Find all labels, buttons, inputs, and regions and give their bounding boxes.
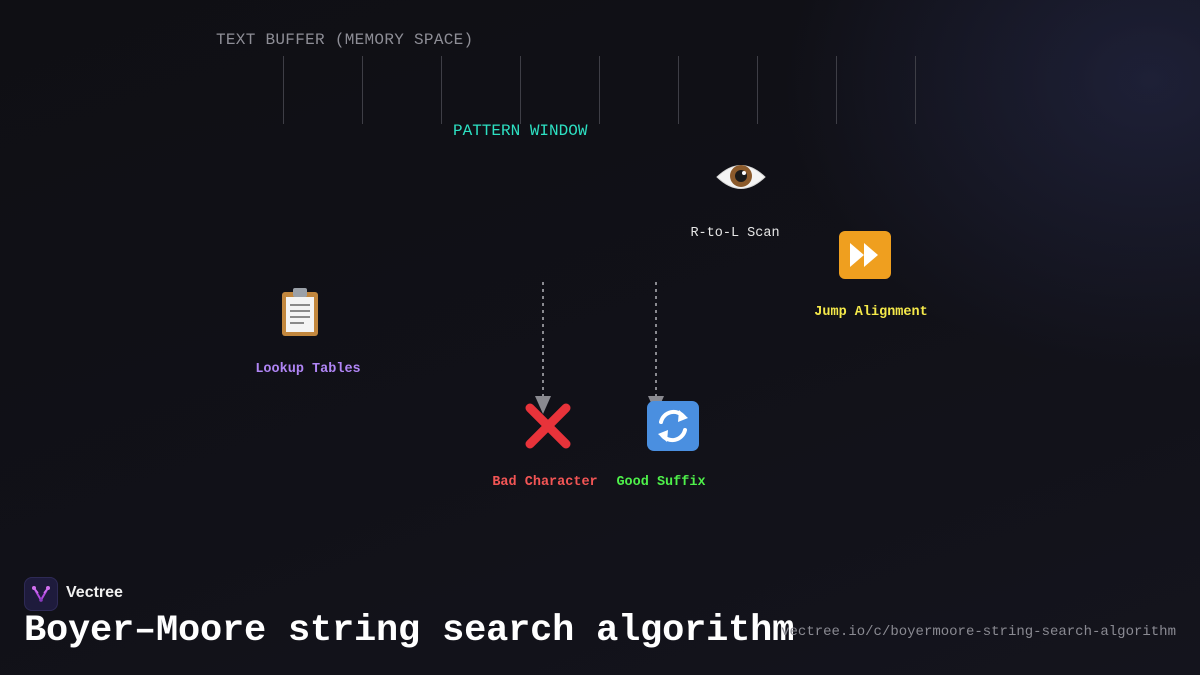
pattern-window-label: PATTERN WINDOW — [453, 122, 588, 140]
lookup-tables-label: Lookup Tables — [255, 362, 361, 377]
cycle-arrows-icon — [646, 400, 700, 452]
buffer-cell-divider — [441, 56, 442, 124]
clipboard-icon — [276, 286, 324, 338]
buffer-cell-divider — [283, 56, 284, 124]
buffer-cell-divider — [757, 56, 758, 124]
buffer-cell-divider — [678, 56, 679, 124]
arrow-head-bad-character — [535, 396, 551, 414]
brand-name: Vectree — [66, 584, 123, 601]
scan-label: R-to-L Scan — [690, 226, 780, 241]
fast-forward-icon — [838, 230, 892, 280]
jump-alignment-label: Jump Alignment — [814, 305, 928, 320]
bad-character-label: Bad Character — [492, 475, 598, 490]
buffer-cell-divider — [599, 56, 600, 124]
page-url[interactable]: vectree.io/c/boyermoore-string-search-al… — [781, 624, 1176, 640]
buffer-cell-divider — [836, 56, 837, 124]
vectree-logo — [24, 577, 58, 611]
good-suffix-label: Good Suffix — [616, 475, 706, 490]
buffer-cell-divider — [915, 56, 916, 124]
cross-mark-icon — [522, 400, 574, 452]
buffer-cell-divider — [520, 56, 521, 124]
eye-icon — [713, 152, 769, 202]
buffer-cell-divider — [362, 56, 363, 124]
page-title: Boyer–Moore string search algorithm — [24, 610, 795, 652]
text-buffer-label: TEXT BUFFER (MEMORY SPACE) — [216, 31, 474, 49]
